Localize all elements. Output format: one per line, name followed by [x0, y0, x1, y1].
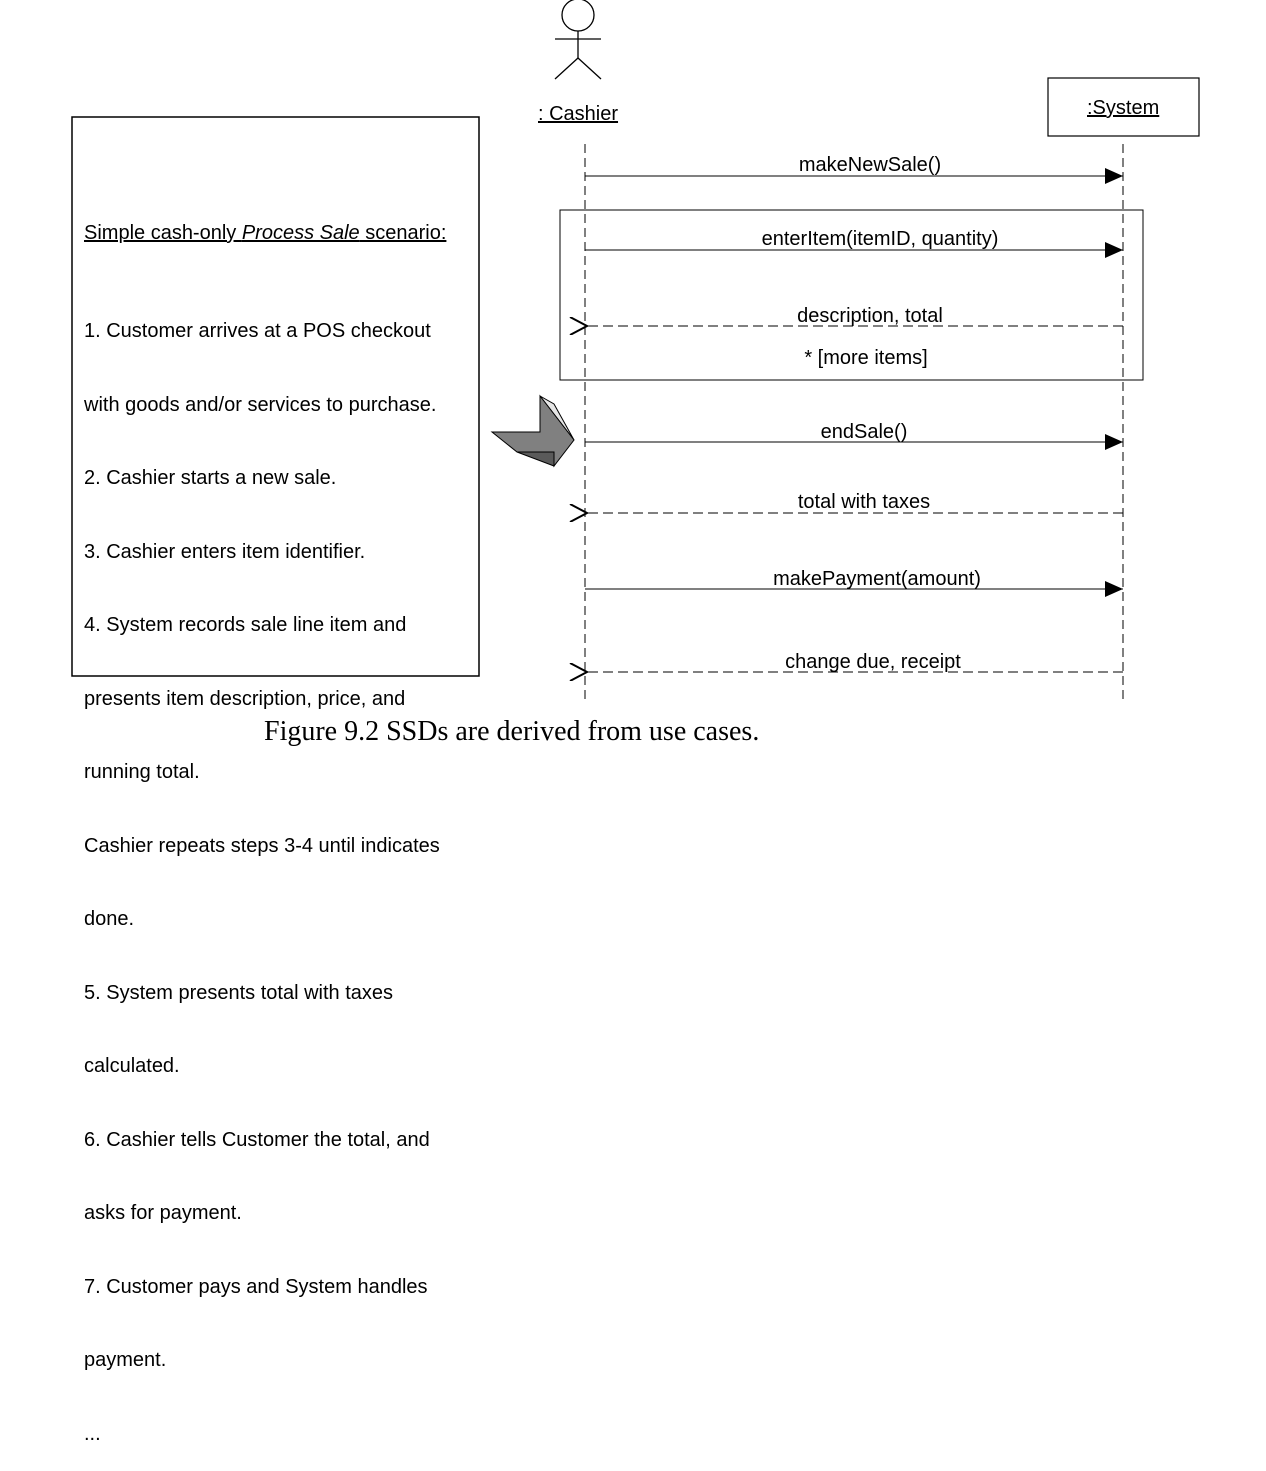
actor-label: : Cashier: [538, 103, 618, 125]
use-case-step: payment.: [84, 1349, 167, 1371]
message-total-with-taxes: total with taxes: [587, 491, 1123, 513]
use-case-step: ...: [84, 1422, 101, 1445]
figure-caption: Figure 9.2 SSDs are derived from use cas…: [264, 716, 760, 747]
message-enteritem: enterItem(itemID, quantity): [585, 228, 1123, 258]
message-description-total: description, total: [587, 305, 1123, 327]
system-box: [1047, 77, 1200, 137]
use-case-step: running total.: [84, 761, 200, 783]
message-label: makeNewSale(): [799, 154, 941, 176]
use-case-step: 2. Cashier starts a new sale.: [84, 467, 337, 489]
use-case-step: 1. Customer arrives at a POS checkout: [84, 320, 431, 342]
use-case-step: asks for payment.: [84, 1202, 242, 1224]
use-case-step: 3. Cashier enters item identifier.: [84, 540, 366, 563]
derivation-arrow-icon: [490, 394, 575, 468]
message-label: total with taxes: [798, 491, 930, 513]
use-case-box: [71, 116, 480, 677]
use-case-step: Cashier repeats steps 3-4 until indicate…: [84, 834, 440, 857]
use-case-step: calculated.: [84, 1055, 180, 1077]
message-label: makePayment(amount): [773, 568, 981, 590]
cashier-actor-icon: [554, 0, 602, 80]
message-change-due-receipt: change due, receipt: [587, 651, 1123, 673]
use-case-step: with goods and/or services to purchase.: [84, 393, 437, 416]
loop-frame: [559, 209, 1144, 381]
use-case-step: 4. System records sale line item and: [84, 614, 407, 636]
message-label: enterItem(itemID, quantity): [762, 228, 999, 250]
use-case-step: done.: [84, 908, 135, 930]
use-case-title: Simple cash-only Process Sale scenario:: [84, 222, 447, 244]
message-label: change due, receipt: [785, 651, 961, 673]
message-label: description, total: [797, 305, 943, 327]
system-label: :System: [1087, 97, 1159, 119]
use-case-step: presents item description, price, and: [84, 687, 406, 710]
use-case-text: Simple cash-only Process Sale scenario: …: [84, 172, 544, 1471]
message-makepayment: makePayment(amount): [585, 568, 1123, 597]
message-label: endSale(): [821, 421, 908, 443]
message-makenewsale: makeNewSale(): [585, 154, 1123, 184]
sequence-diagram: : Cashier :System * [more items] makeNew…: [71, 0, 1200, 700]
message-endsale: endSale(): [585, 421, 1123, 450]
use-case-step: 7. Customer pays and System handles: [84, 1275, 428, 1298]
use-case-step: 5. System presents total with taxes: [84, 981, 394, 1004]
use-case-step: 6. Cashier tells Customer the total, and: [84, 1128, 430, 1151]
loop-guard: * [more items]: [804, 347, 927, 369]
